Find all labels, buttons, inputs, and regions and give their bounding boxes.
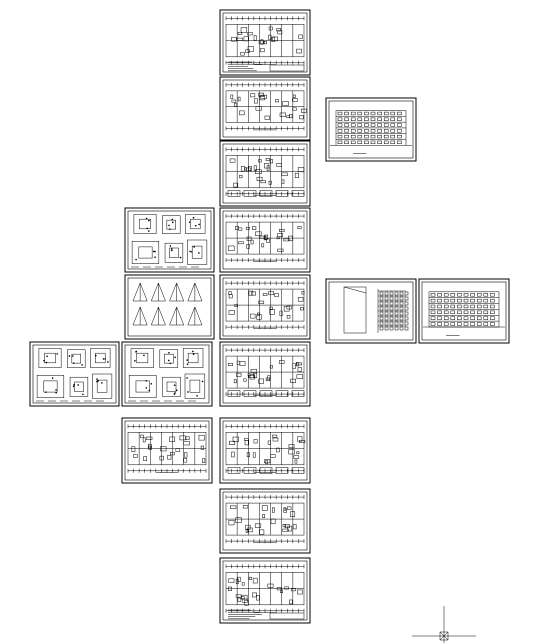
sheet-6-floor-plan [219, 207, 311, 273]
ucs-crosshair-icon [412, 606, 476, 643]
sheet-15-floor-plan-details [219, 417, 311, 484]
sheet-4-elevation [325, 97, 417, 162]
sheet-9-section [325, 278, 417, 344]
sheet-12-detail-sheet [121, 341, 213, 407]
sheet-5-foundation-detail [124, 207, 215, 273]
sheet-1-plan-with-notes [219, 9, 311, 76]
sheet-17-floor-plan-with-notes [219, 557, 311, 624]
sheet-16-floor-plan [219, 488, 311, 554]
sheet-10-elevation [418, 278, 510, 344]
sheet-13-floor-plan-details [219, 341, 311, 407]
sheet-8-floor-plan [219, 274, 311, 340]
sheet-11-detail-sheet [29, 341, 120, 407]
sheet-3-floor-plan-detail [219, 140, 311, 207]
sheet-14-floor-plan [121, 417, 213, 484]
sheet-2-floor-plan [219, 76, 311, 141]
sheet-7-structural-detail [124, 274, 215, 340]
